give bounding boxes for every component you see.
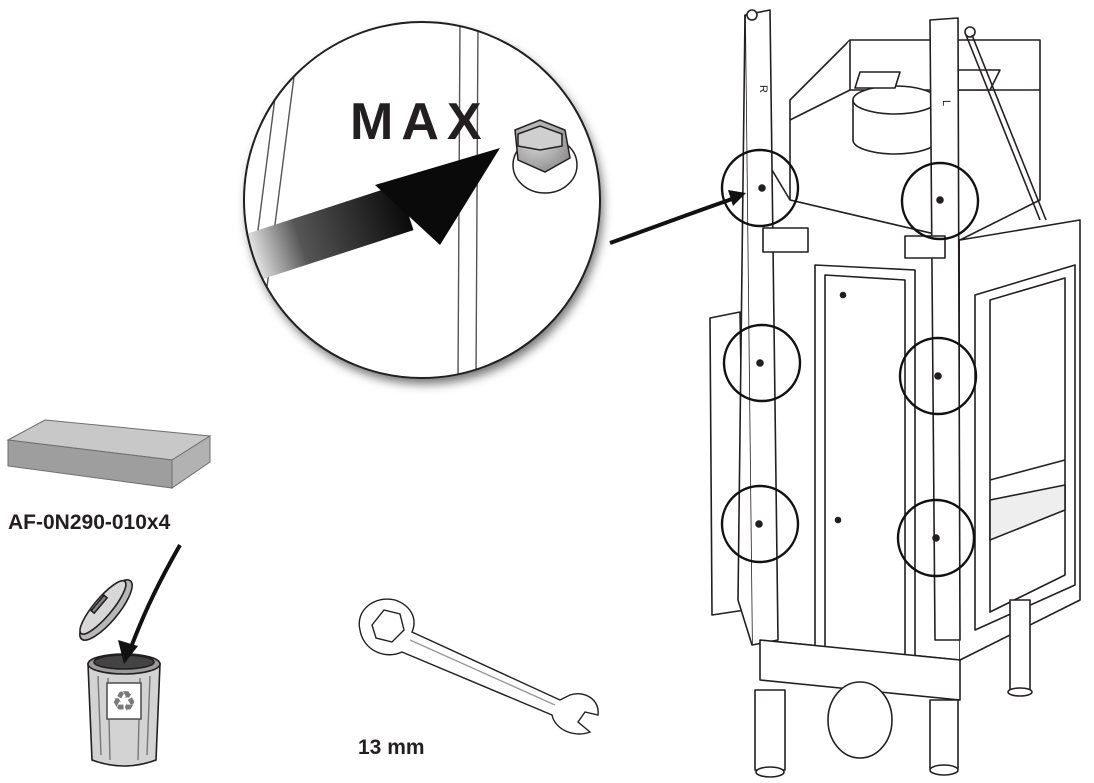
max-label: MAX [350, 93, 490, 151]
wrench-size-label: 13 mm [358, 736, 425, 759]
disposal-arrowhead [118, 640, 138, 664]
arrow-shaft [244, 184, 414, 283]
hex-bolt-icon [512, 119, 578, 194]
bolt-circle-middle-left [722, 323, 802, 403]
bolt-circle-upper-right [900, 161, 980, 241]
bolt-highlight-circles [720, 148, 980, 578]
arrow-head-icon [375, 148, 500, 245]
zoom-connector-line [609, 196, 736, 245]
fireplace-insert-icon: R L [709, 9, 1081, 778]
zoom-detail [243, 21, 601, 379]
bolt-circle-upper-left [720, 148, 800, 228]
recycle-symbol-icon: ♻ [111, 685, 136, 718]
zoom-connector-arrowhead [728, 190, 746, 206]
recycle-bin-icon: ♻ [79, 579, 161, 767]
insulation-board-icon [6, 419, 212, 489]
part-code-label: AF-0N290-010x4 [8, 511, 171, 534]
disposal-arrow [128, 544, 182, 651]
bolt-circle-middle-right [898, 336, 978, 416]
bolt-circle-lower-right [896, 498, 976, 578]
bin-lid [79, 579, 133, 641]
bolt-circle-lower-left [720, 484, 800, 564]
combination-wrench-icon [358, 598, 599, 735]
svg-text:L: L [940, 100, 952, 106]
svg-text:R: R [757, 85, 769, 93]
